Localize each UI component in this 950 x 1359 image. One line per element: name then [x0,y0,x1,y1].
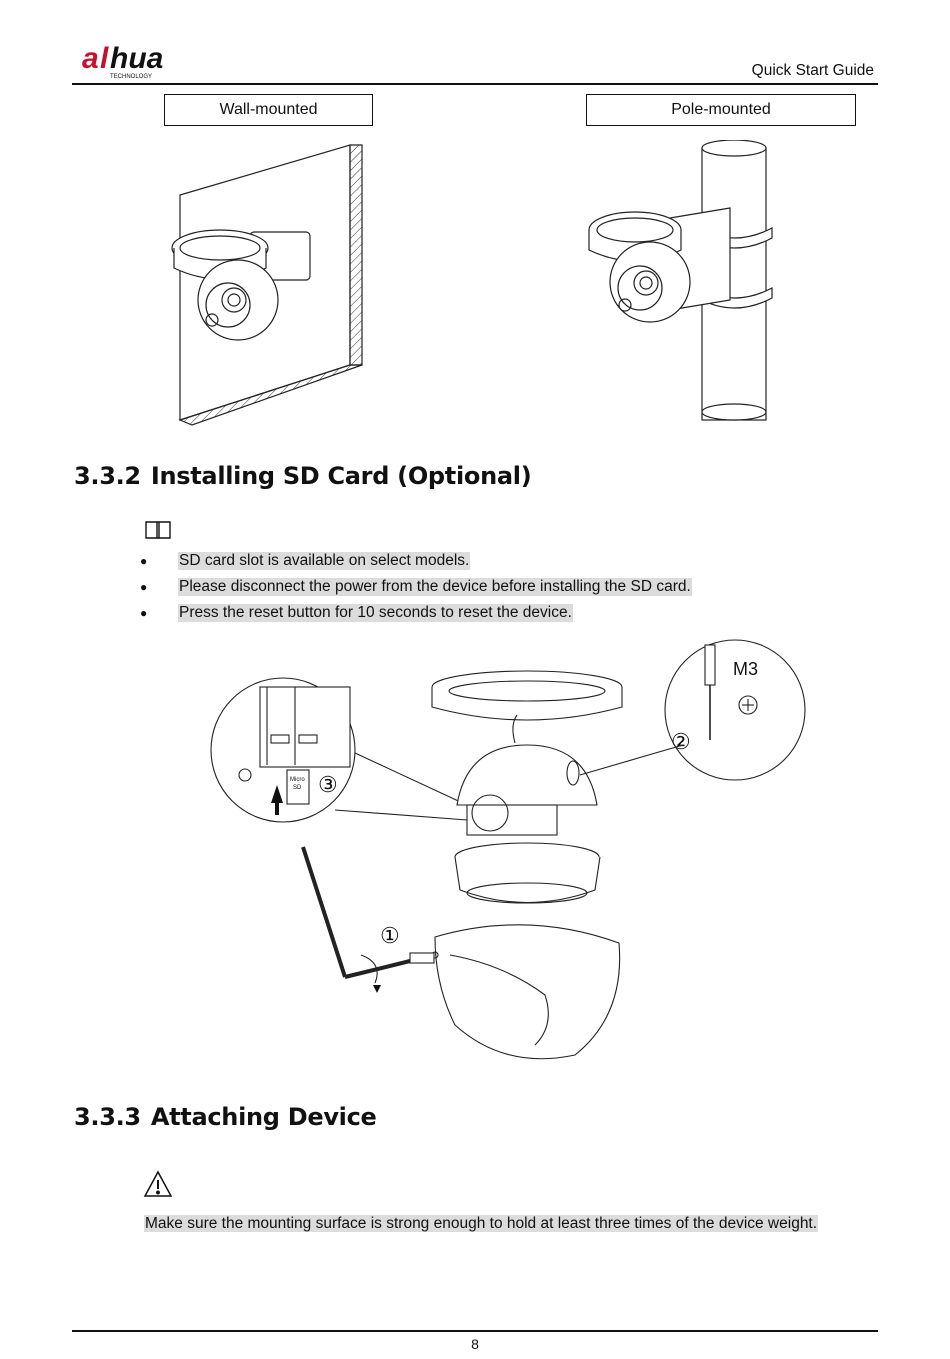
pole-mount-illustration [588,140,773,421]
svg-text:a: a [82,42,99,75]
step-2-marker: ② [671,729,691,754]
sd-card-install-illustration: Micro SD ③ M3 ② ① [210,639,806,1060]
section-heading-attach: 3.3.3 Attaching Device [74,1103,377,1131]
warning-triangle-icon [143,1170,173,1197]
screw-size-label: M3 [733,659,758,679]
section-heading-sd: 3.3.2 Installing SD Card (Optional) [74,462,532,490]
list-item: ●SD card slot is available on select mod… [140,552,471,570]
section-title: Attaching Device [150,1103,377,1131]
footer-rule [72,1330,878,1332]
svg-text:TECHNOLOGY: TECHNOLOGY [110,74,152,80]
card-label-sd: SD [293,785,302,791]
dahua-logo: a l hua TECHNOLOGY [82,42,163,80]
card-label-micro: Micro [290,777,305,783]
up-arrow-icon [271,785,283,815]
micro-sd-card [286,769,310,805]
book-note-icon [145,521,171,539]
wall-mount-illustration [171,144,363,426]
svg-text:hua: hua [110,42,163,75]
svg-text:l: l [100,42,109,75]
bullet-icon: ● [140,554,148,568]
section-number: 3.3.3 [74,1103,141,1131]
list-item: ●Please disconnect the power from the de… [140,578,692,596]
section-title: Installing SD Card (Optional) [150,462,532,490]
screw-head-icon [738,695,758,715]
bullet-icon: ● [140,580,148,594]
screw-detail-circle [664,639,806,781]
step-3-marker: ③ [318,772,338,797]
bullet-icon: ● [140,606,148,620]
header-title: Quick Start Guide [751,62,874,79]
page-number: 8 [471,1336,479,1352]
wall-mounted-label: Wall-mounted [164,94,373,126]
rotate-arrow-icon [373,985,381,993]
header-rule [72,83,878,85]
section-number: 3.3.2 [74,462,141,490]
sd-bullet-list: ●SD card slot is available on select mod… [140,548,692,626]
step-1-marker: ① [380,923,400,948]
warning-text: Make sure the mounting surface is strong… [144,1215,819,1232]
pole-mounted-label: Pole-mounted [586,94,856,126]
list-item: ●Press the reset button for 10 seconds t… [140,604,573,622]
